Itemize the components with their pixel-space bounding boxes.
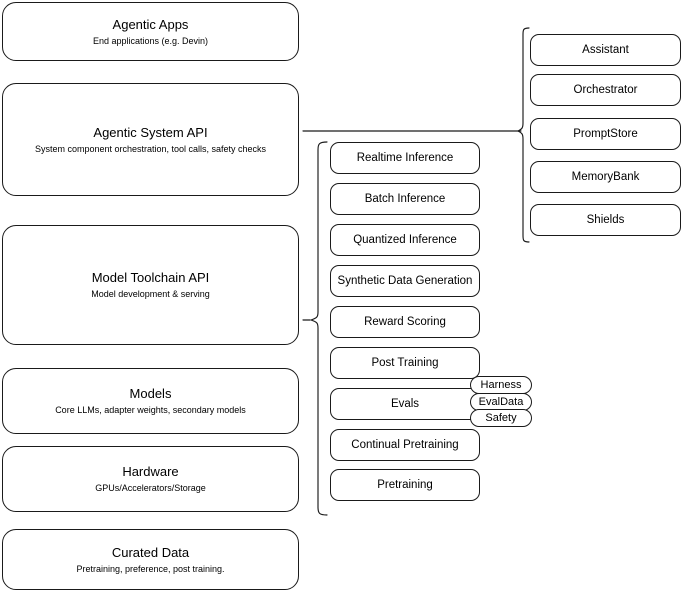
component-promptstore[interactable]: PromptStore [530, 118, 681, 150]
component-label: Shields [586, 214, 625, 226]
layer-models[interactable]: Models Core LLMs, adapter weights, secon… [2, 368, 299, 434]
layer-title: Model Toolchain API [91, 270, 210, 285]
layer-subtitle: End applications (e.g. Devin) [92, 35, 209, 46]
layer-subtitle: Core LLMs, adapter weights, secondary mo… [55, 405, 246, 415]
evals-tag-label: Safety [485, 412, 517, 424]
layer-agentic-apps[interactable]: Agentic Apps End applications (e.g. Devi… [2, 2, 299, 61]
component-label: MemoryBank [571, 171, 640, 183]
capability-realtime-inference[interactable]: Realtime Inference [330, 142, 480, 174]
model-toolchain-brace [310, 141, 328, 516]
capability-continual-pretraining[interactable]: Continual Pretraining [330, 429, 480, 461]
capability-evals[interactable]: Evals [330, 388, 480, 420]
component-orchestrator[interactable]: Orchestrator [530, 74, 681, 106]
component-assistant[interactable]: Assistant [530, 34, 681, 66]
layer-agentic-system-api[interactable]: Agentic System API System component orch… [2, 83, 299, 196]
capability-batch-inference[interactable]: Batch Inference [330, 183, 480, 215]
component-label: PromptStore [573, 128, 638, 140]
layer-model-toolchain-api[interactable]: Model Toolchain API Model development & … [2, 225, 299, 345]
layer-subtitle: Pretraining, preference, post training. [76, 563, 225, 574]
capability-label: Pretraining [377, 479, 433, 491]
layer-title: Models [129, 386, 172, 401]
component-memorybank[interactable]: MemoryBank [530, 161, 681, 193]
agentic-system-brace [517, 27, 530, 243]
capability-label: Synthetic Data Generation [337, 275, 473, 287]
layer-subtitle: System component orchestration, tool cal… [34, 143, 267, 154]
component-label: Orchestrator [573, 84, 638, 96]
layer-subtitle: GPUs/Accelerators/Storage [95, 483, 206, 493]
component-shields[interactable]: Shields [530, 204, 681, 236]
capability-pretraining[interactable]: Pretraining [330, 469, 480, 501]
layer-subtitle: Model development & serving [91, 289, 210, 299]
capability-reward-scoring[interactable]: Reward Scoring [330, 306, 480, 338]
capability-post-training[interactable]: Post Training [330, 347, 480, 379]
capability-label: Realtime Inference [356, 152, 454, 164]
layer-curated-data[interactable]: Curated Data Pretraining, preference, po… [2, 529, 299, 590]
layer-title: Hardware [122, 464, 179, 479]
evals-tag-label: Harness [480, 379, 522, 391]
layer-title: Agentic System API [93, 124, 208, 140]
capability-label: Continual Pretraining [351, 439, 459, 451]
layer-title: Agentic Apps [112, 16, 189, 32]
capability-synthetic-data-generation[interactable]: Synthetic Data Generation [330, 265, 480, 297]
evals-tag-safety[interactable]: Safety [470, 409, 532, 427]
capability-quantized-inference[interactable]: Quantized Inference [330, 224, 480, 256]
component-label: Assistant [582, 44, 629, 56]
evals-tag-label: EvalData [478, 396, 524, 408]
capability-label: Post Training [371, 357, 439, 369]
evals-tag-harness[interactable]: Harness [470, 376, 532, 394]
capability-label: Quantized Inference [353, 234, 457, 246]
capability-label: Reward Scoring [364, 316, 446, 328]
capability-label: Evals [390, 398, 420, 410]
layer-title: Curated Data [111, 544, 190, 560]
capability-label: Batch Inference [364, 193, 446, 205]
layer-hardware[interactable]: Hardware GPUs/Accelerators/Storage [2, 446, 299, 512]
